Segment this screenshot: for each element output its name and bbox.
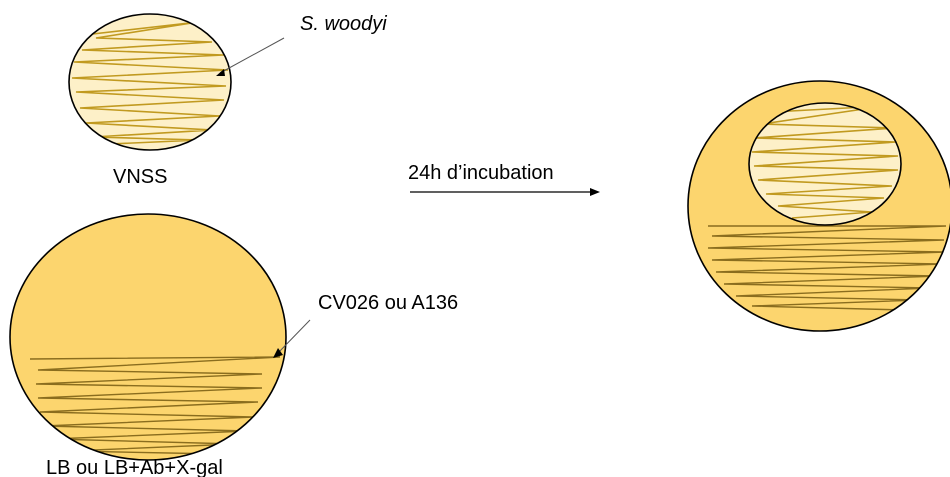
result-inner-streak	[751, 105, 899, 219]
label-lb-media: LB ou LB+Ab+X-gal	[46, 457, 223, 477]
large-plate-streak	[29, 356, 281, 455]
large-plate-outline	[9, 213, 287, 461]
large-plate-disc	[10, 214, 286, 460]
label-vnss: VNSS	[113, 166, 167, 188]
result-inner-outline	[748, 102, 902, 226]
pointer-reporter	[273, 319, 311, 358]
label-s-woodyi: S. woodyi	[300, 13, 387, 35]
incubation-arrow	[410, 188, 600, 196]
result-inner-plate	[748, 102, 902, 226]
small-plate-vnss	[68, 13, 232, 151]
label-incubation: 24h d’incubation	[408, 162, 554, 184]
result-reporter-streak	[707, 225, 947, 311]
label-cv026-a136: CV026 ou A136	[318, 292, 458, 314]
result-plate-outline	[687, 80, 950, 332]
large-plate-lb	[9, 213, 287, 461]
result-plate	[687, 80, 950, 332]
small-plate-outline	[68, 13, 232, 151]
pointer-s-woodyi	[216, 37, 285, 76]
